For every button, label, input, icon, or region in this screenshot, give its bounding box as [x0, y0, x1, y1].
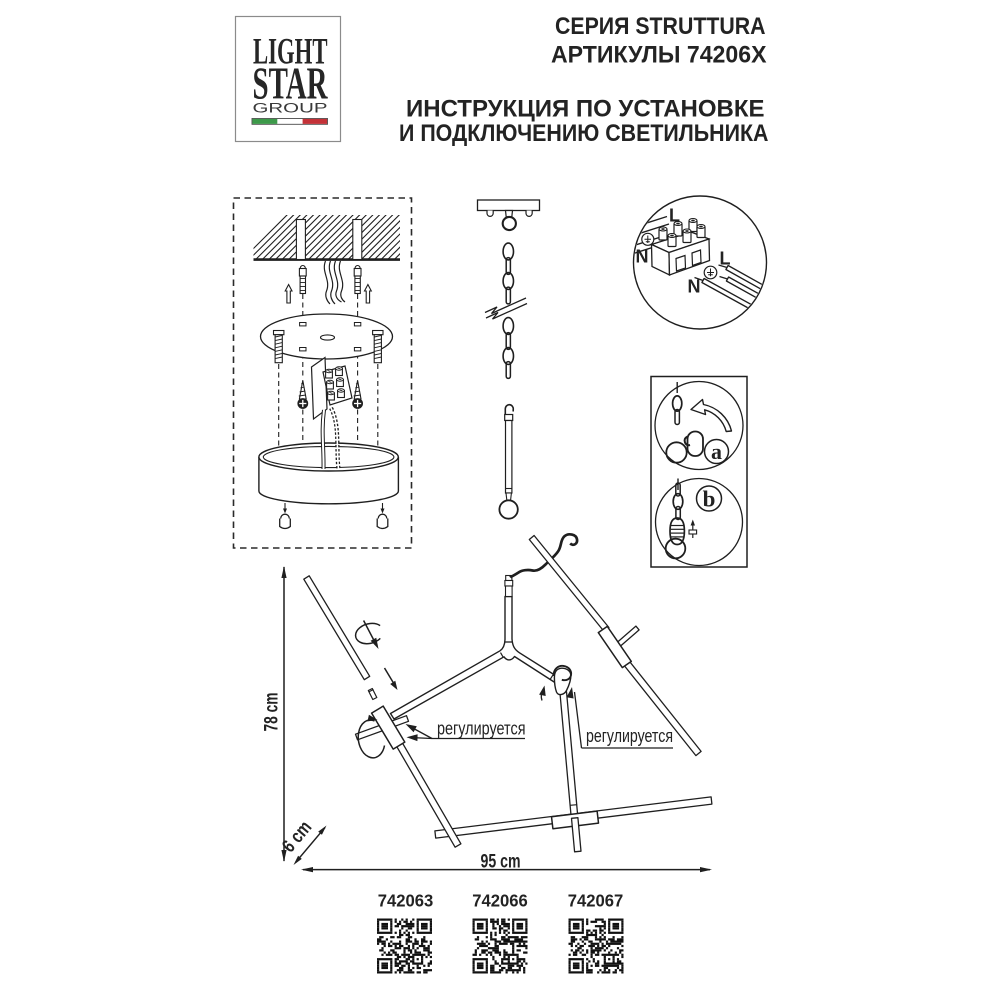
svg-text:L: L: [720, 249, 731, 269]
svg-text:742066: 742066: [472, 891, 528, 911]
svg-text:СЕРИЯ STRUTTURA: СЕРИЯ STRUTTURA: [555, 13, 766, 40]
svg-text:ИНСТРУКЦИЯ ПО УСТАНОВКЕ: ИНСТРУКЦИЯ ПО УСТАНОВКЕ: [406, 96, 765, 123]
svg-text:742063: 742063: [378, 891, 434, 911]
svg-text:a: a: [711, 439, 722, 464]
svg-text:регулируется: регулируется: [586, 726, 673, 746]
svg-text:АРТИКУЛЫ 74206Х: АРТИКУЛЫ 74206Х: [551, 41, 767, 68]
svg-text:N: N: [688, 277, 701, 297]
svg-text:78 cm: 78 cm: [262, 693, 283, 732]
svg-text:STAR: STAR: [253, 58, 328, 109]
svg-text:GROUP: GROUP: [253, 101, 328, 116]
svg-text:b: b: [703, 487, 716, 512]
svg-text:742067: 742067: [568, 891, 624, 911]
svg-text:LIGHT: LIGHT: [253, 32, 328, 73]
svg-text:95 cm: 95 cm: [481, 852, 521, 873]
svg-text:N: N: [636, 247, 649, 267]
svg-text:регулируется: регулируется: [437, 719, 526, 739]
svg-text:L: L: [669, 206, 680, 226]
svg-text:И ПОДКЛЮЧЕНИЮ СВЕТИЛЬНИКА: И ПОДКЛЮЧЕНИЮ СВЕТИЛЬНИКА: [399, 120, 769, 147]
